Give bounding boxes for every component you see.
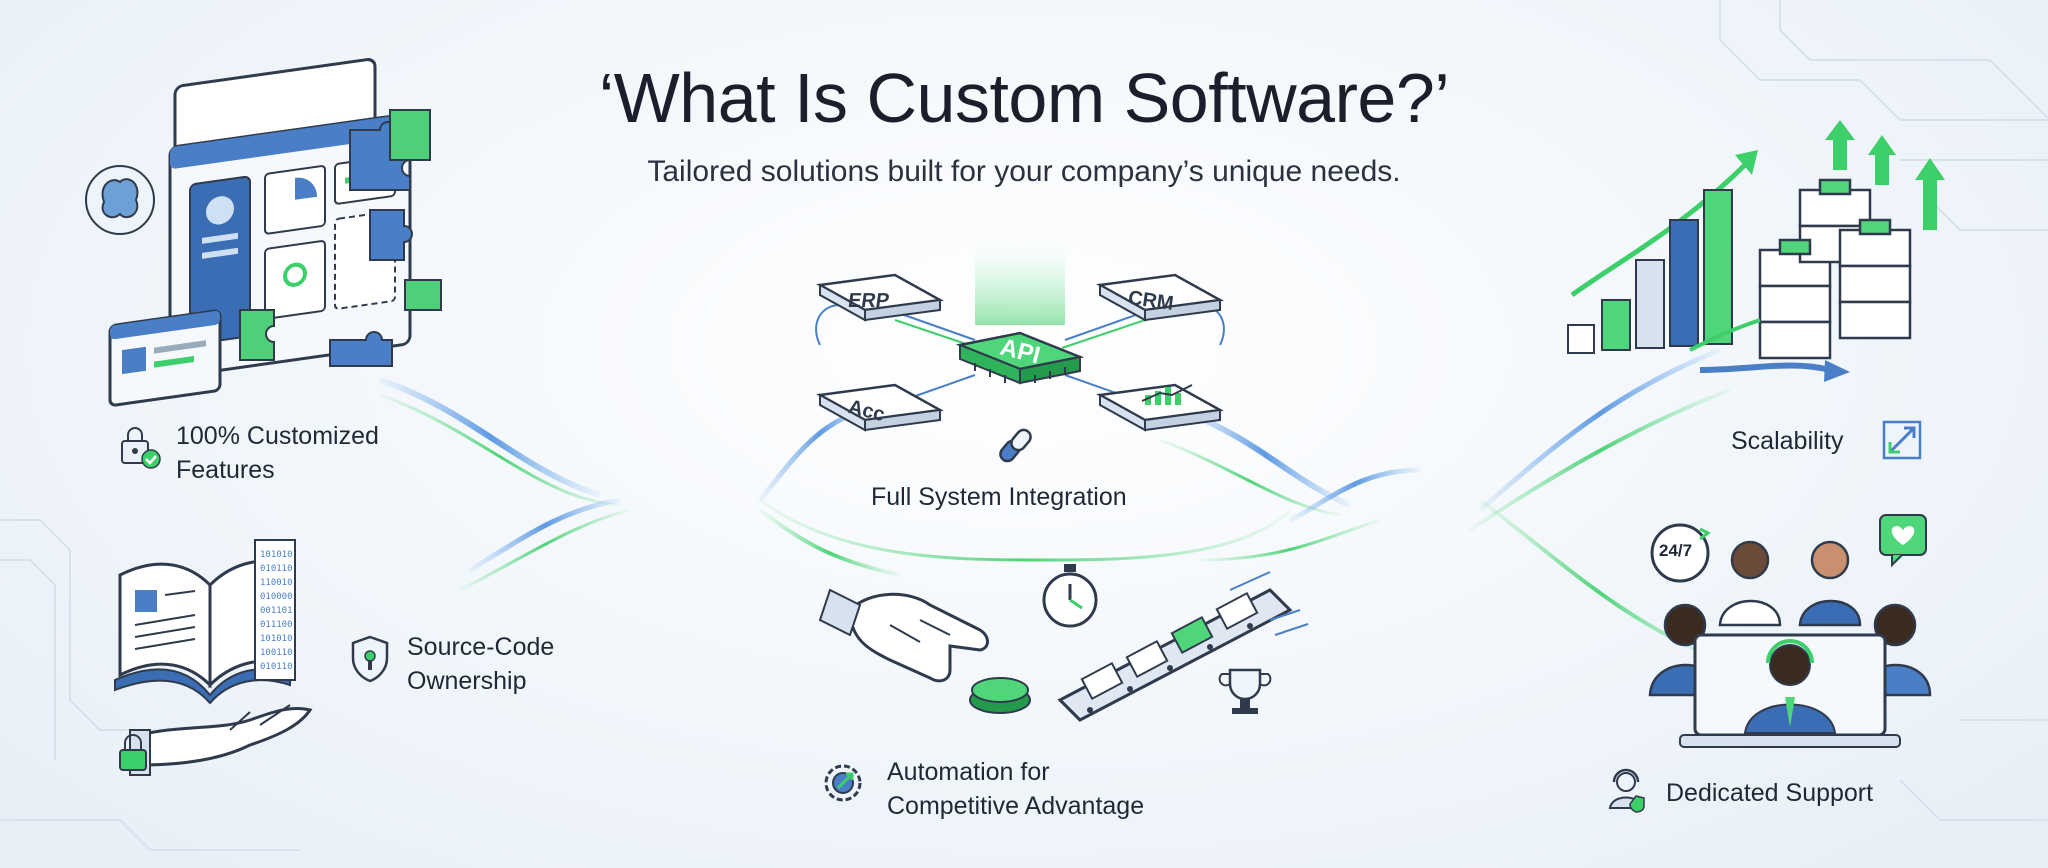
svg-text:101010: 101010 — [260, 634, 293, 644]
crm-node — [1096, 273, 1224, 322]
robot-hand-icon — [818, 588, 989, 683]
automation-line2: Competitive Advantage — [887, 792, 1145, 820]
puzzle-pieces — [239, 109, 442, 367]
brain-icon — [85, 165, 155, 235]
automation-illustration — [818, 564, 1309, 722]
shield-lock-icon — [351, 635, 389, 683]
page-title: ‘What Is Custom Software?’ — [598, 59, 1450, 137]
scalability-illustration — [1567, 120, 1945, 382]
robotic-hand-icon — [129, 704, 313, 776]
svg-text:010110: 010110 — [260, 564, 293, 574]
chain-link-icon — [999, 428, 1032, 463]
clock-24-7-icon — [1650, 523, 1711, 583]
support-label: Dedicated Support — [1666, 779, 1874, 807]
system-integration-diagram — [815, 245, 1225, 463]
growth-arrows — [1825, 120, 1945, 230]
customized-features-line1: 100% Customized — [176, 422, 379, 450]
svg-text:100110: 100110 — [260, 648, 293, 658]
headset-support-icon — [1608, 768, 1645, 813]
lock-check-icon — [121, 427, 161, 469]
customized-features-line2: Features — [176, 456, 275, 484]
support-team-illustration — [1648, 514, 1932, 748]
book-code-illustration: 101010 010110 110010 010000 001101 01110… — [114, 539, 313, 776]
binary-code-scroll: 101010 010110 110010 010000 001101 01110… — [254, 539, 296, 681]
server-stack-icon — [1758, 178, 1912, 360]
stopwatch-icon — [1042, 564, 1098, 628]
svg-text:101010: 101010 — [260, 550, 293, 560]
svg-text:010000: 010000 — [260, 592, 293, 602]
svg-text:001101: 001101 — [260, 606, 293, 616]
integration-label: Full System Integration — [871, 483, 1127, 511]
conveyor-belt — [1057, 588, 1293, 722]
source-code-line2: Ownership — [407, 667, 527, 695]
heart-chat-icon — [1879, 514, 1927, 568]
analytics-node — [1096, 383, 1224, 432]
laptop-agent — [1679, 633, 1901, 748]
api-chip — [955, 331, 1085, 385]
support-24-7-label: 24/7 — [1659, 541, 1693, 560]
green-button — [969, 677, 1031, 714]
scalability-label: Scalability — [1731, 427, 1844, 455]
svg-text:011100: 011100 — [260, 620, 293, 630]
automation-line1: Automation for — [887, 758, 1050, 786]
erp-label: ERP — [846, 289, 891, 313]
padlock-icon — [119, 734, 147, 771]
customized-features-label: 100% Customized Features — [176, 419, 379, 487]
custom-ui-puzzle-illustration — [85, 58, 442, 407]
source-code-label: Source-Code Ownership — [407, 630, 554, 698]
erp-node — [816, 273, 944, 322]
svg-text:010110: 010110 — [260, 662, 293, 672]
open-book-icon — [114, 559, 291, 705]
svg-text:110010: 110010 — [260, 578, 293, 588]
page-subtitle: Tailored solutions built for your compan… — [647, 155, 1401, 188]
accounting-node — [816, 383, 944, 432]
automation-label: Automation for Competitive Advantage — [887, 755, 1144, 823]
source-code-line1: Source-Code — [407, 633, 555, 661]
bar-chart-icon — [1145, 387, 1181, 405]
trophy-icon — [1218, 668, 1272, 714]
gear-rocket-icon — [824, 764, 862, 802]
resize-arrows-icon — [1882, 420, 1922, 460]
